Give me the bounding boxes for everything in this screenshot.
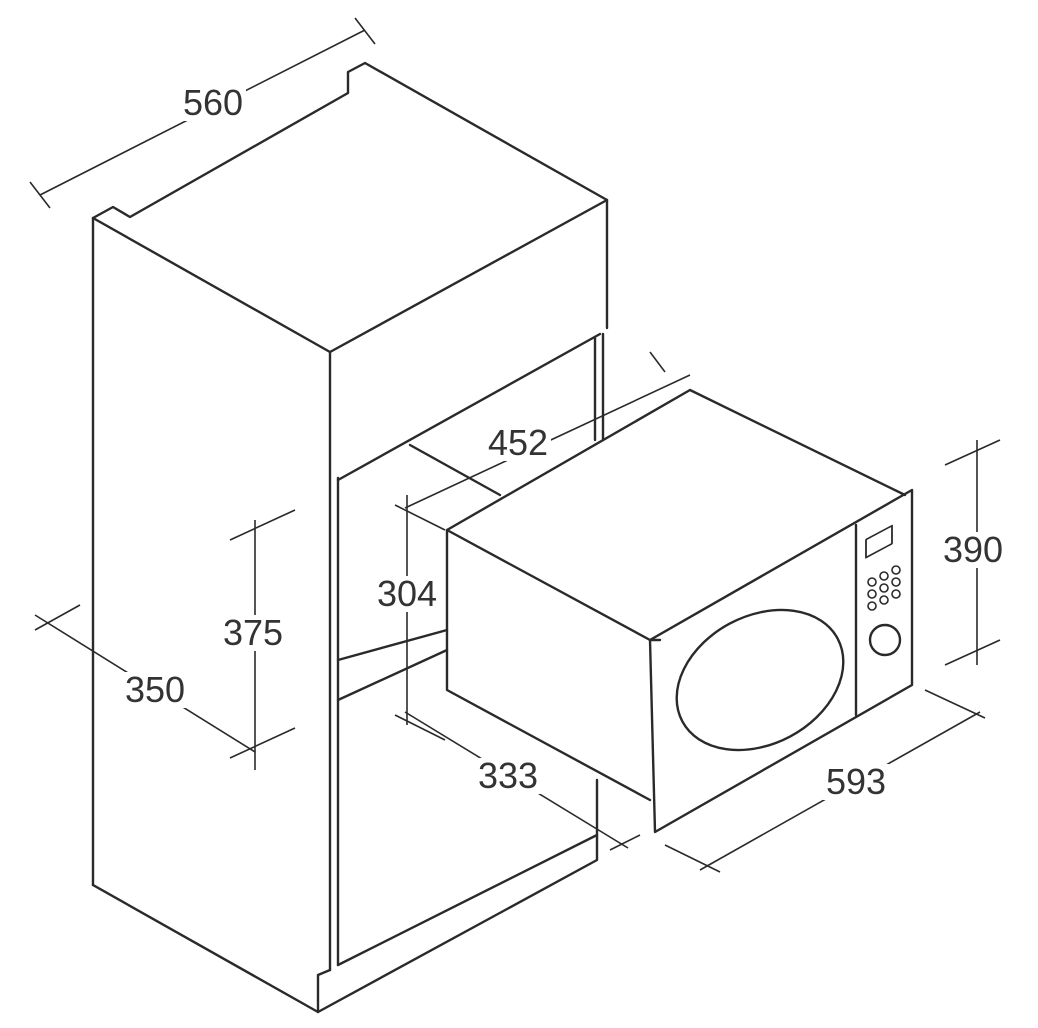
dimension-label-304: 304 bbox=[373, 576, 441, 612]
control-knob bbox=[868, 623, 902, 657]
dimension-label-593: 593 bbox=[822, 764, 890, 800]
keypad bbox=[867, 565, 901, 611]
dimension-label-560: 560 bbox=[179, 85, 247, 121]
dimension-label-333: 333 bbox=[474, 758, 542, 794]
microwave bbox=[445, 388, 914, 834]
display bbox=[865, 524, 893, 559]
cabinet bbox=[91, 61, 609, 1014]
dimension-label-350: 350 bbox=[121, 672, 189, 708]
dimension-label-375: 375 bbox=[219, 615, 287, 651]
dimension-label-452: 452 bbox=[484, 425, 552, 461]
door-window bbox=[675, 608, 845, 752]
dimension-label-390: 390 bbox=[939, 532, 1007, 568]
